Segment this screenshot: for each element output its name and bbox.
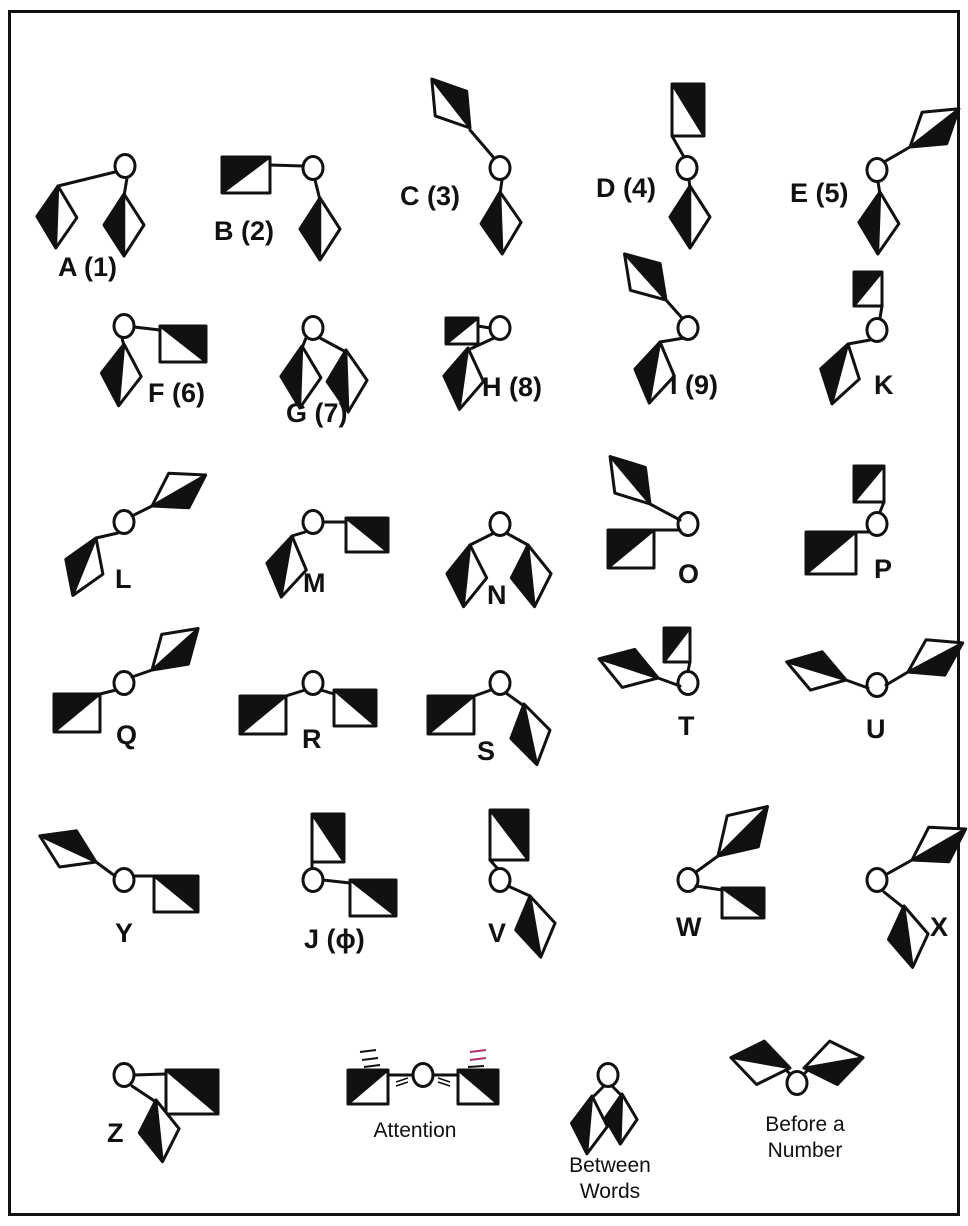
figure-L (66, 473, 206, 595)
label-D: D (4) (596, 175, 656, 202)
figure-Q (54, 629, 198, 733)
figure-O (608, 457, 698, 569)
figure-U (787, 640, 963, 697)
label-W: W (676, 914, 701, 941)
label-V: V (488, 920, 506, 947)
figure-E (859, 109, 959, 254)
label-A: A (1) (58, 254, 117, 281)
label-attention: Attention (350, 1118, 480, 1144)
figure-J (303, 814, 396, 916)
label-J: J (ϕ) (304, 926, 365, 953)
label-L: L (115, 566, 132, 593)
label-G: G (7) (286, 400, 348, 427)
label-F: F (6) (148, 380, 205, 407)
label-X: X (930, 914, 948, 941)
label-K: K (874, 372, 894, 399)
figure-M (267, 511, 388, 598)
figure-between-words (572, 1064, 638, 1154)
figure-Z (114, 1064, 218, 1162)
figure-D (670, 84, 710, 248)
figure-attention (348, 1050, 498, 1104)
label-T: T (678, 713, 695, 740)
label-Z: Z (107, 1120, 124, 1147)
figure-C (432, 79, 521, 254)
label-E: E (5) (790, 180, 849, 207)
label-before-a-number: Before a Number (735, 1112, 875, 1165)
figure-A (37, 155, 144, 257)
figure-X (867, 827, 966, 967)
label-I: I (9) (670, 372, 718, 399)
figure-before-a-number (731, 1041, 863, 1094)
label-between-words: Between Words (540, 1153, 680, 1206)
label-B: B (2) (214, 218, 274, 245)
label-Q: Q (116, 722, 137, 749)
label-R: R (302, 726, 322, 753)
label-P: P (874, 556, 892, 583)
figure-T (599, 628, 698, 695)
label-H: H (8) (482, 374, 542, 401)
label-C: C (3) (400, 183, 460, 210)
label-U: U (866, 716, 886, 743)
label-M: M (303, 570, 326, 597)
label-N: N (487, 582, 507, 609)
label-O: O (678, 561, 699, 588)
label-Y: Y (115, 920, 133, 947)
figure-Y (40, 831, 198, 912)
figure-W (678, 807, 768, 919)
label-S: S (477, 738, 495, 765)
